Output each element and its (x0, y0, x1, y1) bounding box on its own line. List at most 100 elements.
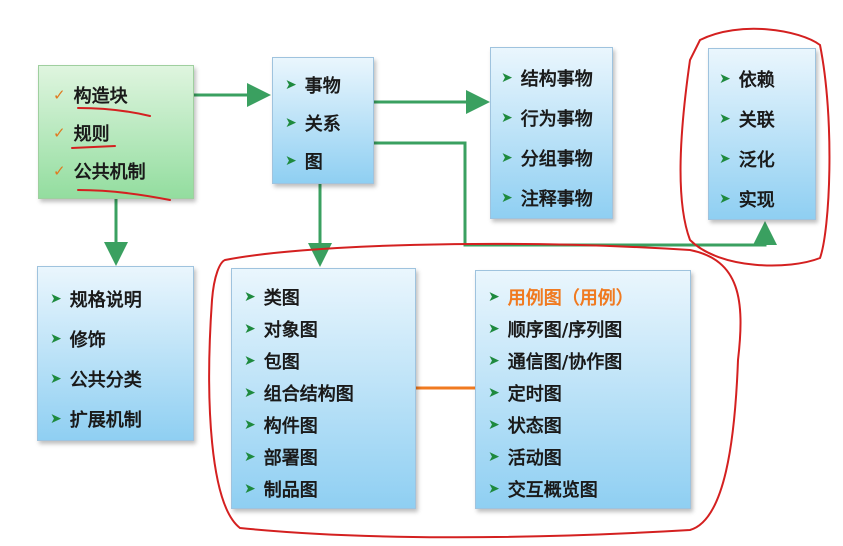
check-icon: ✓ (53, 162, 66, 180)
arrow-bullet-icon: ➤ (501, 150, 513, 166)
list-item: ➤ 修饰 (50, 319, 193, 359)
item-label: 用例图（用例） (507, 288, 634, 309)
list-item: ➤ 构件图 (244, 409, 415, 441)
arrow-bullet-icon: ➤ (244, 449, 256, 465)
arrow-bullet-icon: ➤ (719, 151, 731, 167)
item-label: 公共分类 (69, 370, 142, 391)
list-item: ➤ 部署图 (244, 441, 415, 473)
list-item: ➤ 包图 (244, 345, 415, 377)
check-icon: ✓ (53, 86, 66, 104)
list-item: ➤ 关联 (719, 99, 815, 139)
arrow-bullet-icon: ➤ (719, 71, 731, 87)
item-label: 活动图 (507, 448, 562, 469)
item-label: 顺序图/序列图 (507, 320, 623, 341)
building-blocks-box: ➤事物 ➤关系 ➤图 (272, 57, 374, 184)
list-item: ✓ 构造块 (53, 76, 193, 114)
item-label: 行为事物 (520, 109, 593, 130)
list-item: ➤ 扩展机制 (50, 399, 193, 439)
arrow-bullet-icon: ➤ (244, 289, 256, 305)
list-item: ➤ 关系 (285, 104, 373, 142)
item-label: 构件图 (263, 416, 318, 437)
arrow-bullet-icon: ➤ (488, 449, 500, 465)
arrow-bullet-icon: ➤ (244, 417, 256, 433)
item-label: 状态图 (507, 416, 562, 437)
arrow-bullet-icon: ➤ (50, 291, 62, 307)
list-item: ➤ 事物 (285, 66, 373, 104)
things-box: ➤ 结构事物 ➤ 行为事物 ➤ 分组事物 ➤ 注释事物 (490, 47, 613, 219)
item-label: 修饰 (69, 330, 106, 351)
arrow-bullet-icon: ➤ (501, 110, 513, 126)
arrow-bullet-icon: ➤ (244, 385, 256, 401)
arrow-bullet-icon: ➤ (50, 411, 62, 427)
list-item: ➤图 (285, 142, 373, 180)
item-label: 规格说明 (69, 290, 142, 311)
list-item: ➤ 公共分类 (50, 359, 193, 399)
list-item: ➤ 结构事物 (501, 58, 612, 98)
item-label: 组合结构图 (263, 384, 354, 405)
arrow-bullet-icon: ➤ (488, 321, 500, 337)
list-item: ➤ 定时图 (488, 377, 690, 409)
arrow-bullet-icon: ➤ (488, 289, 500, 305)
item-label: 实现 (738, 190, 775, 211)
arrow-bullet-icon: ➤ (488, 417, 500, 433)
list-item: ➤ 实现 (719, 179, 815, 219)
arrow-bullet-icon: ➤ (719, 191, 731, 207)
item-label: 定时图 (507, 384, 562, 405)
item-label: 关联 (738, 110, 775, 131)
item-label: 包图 (263, 352, 300, 373)
list-item: ➤ 状态图 (488, 409, 690, 441)
item-label: 图 (304, 152, 323, 173)
arrow-bullet-icon: ➤ (488, 353, 500, 369)
list-item: ➤ 泛化 (719, 139, 815, 179)
arrow-bullet-icon: ➤ (244, 321, 256, 337)
list-item: ➤ 制品图 (244, 473, 415, 505)
list-item: ➤ 分组事物 (501, 138, 612, 178)
item-label: 扩展机制 (69, 410, 142, 431)
list-item: ➤ 组合结构图 (244, 377, 415, 409)
list-item: ➤ 类图 (244, 281, 415, 313)
item-label: 规则 (73, 124, 110, 145)
arrow-bullet-icon: ➤ (285, 153, 297, 169)
item-label: 构造块 (73, 86, 128, 107)
diagrams-left-box: ➤ 类图 ➤ 对象图 ➤ 包图 ➤ 组合结构图 ➤ 构件图 ➤ 部署图 ➤ 制品图 (231, 268, 416, 509)
item-label: 对象图 (263, 320, 318, 341)
check-icon: ✓ (53, 124, 66, 142)
arrow-bullet-icon: ➤ (285, 77, 297, 93)
arrow-bullet-icon: ➤ (719, 111, 731, 127)
item-label: 通信图/协作图 (507, 352, 623, 373)
relations-box: ➤ 依赖 ➤ 关联 ➤ 泛化 ➤ 实现 (708, 48, 816, 220)
list-item: ✓ 规则 (53, 114, 193, 152)
list-item: ➤ 活动图 (488, 441, 690, 473)
item-label: 类图 (263, 288, 300, 309)
item-label: 注释事物 (520, 189, 593, 210)
item-label: 制品图 (263, 480, 318, 501)
arrow-bullet-icon: ➤ (50, 371, 62, 387)
item-label: 部署图 (263, 448, 318, 469)
arrow-bullet-icon: ➤ (488, 481, 500, 497)
arrow-bullet-icon: ➤ (501, 190, 513, 206)
mechanisms-box: ✓ 构造块 ✓ 规则 ✓ 公共机制 (38, 65, 194, 199)
item-label: 分组事物 (520, 149, 593, 170)
arrow-bullet-icon: ➤ (244, 353, 256, 369)
arrow-bullet-icon: ➤ (50, 331, 62, 347)
diagrams-right-box: ➤ 用例图（用例） ➤ 顺序图/序列图 ➤ 通信图/协作图 ➤ 定时图 ➤ 状态图 ➤ 活动… (475, 270, 691, 509)
arrow-bullet-icon: ➤ (501, 70, 513, 86)
list-item: ➤ 注释事物 (501, 178, 612, 218)
list-item: ✓ 公共机制 (53, 152, 193, 190)
list-item: ➤ 顺序图/序列图 (488, 313, 690, 345)
list-item: ➤ 行为事物 (501, 98, 612, 138)
list-item: ➤ 对象图 (244, 313, 415, 345)
list-item: ➤ 依赖 (719, 59, 815, 99)
arrow-bullet-icon: ➤ (488, 385, 500, 401)
item-label: 公共机制 (73, 162, 146, 183)
list-item: ➤ 规格说明 (50, 279, 193, 319)
list-item: ➤交互概览图 (488, 473, 690, 505)
list-item: ➤ 通信图/协作图 (488, 345, 690, 377)
item-label: 事物 (304, 76, 341, 97)
arrow-bullet-icon: ➤ (244, 481, 256, 497)
arrow-bullet-icon: ➤ (285, 115, 297, 131)
item-label: 依赖 (738, 70, 775, 91)
item-label: 关系 (304, 114, 341, 135)
item-label: 泛化 (738, 150, 775, 171)
item-label: 结构事物 (520, 69, 593, 90)
